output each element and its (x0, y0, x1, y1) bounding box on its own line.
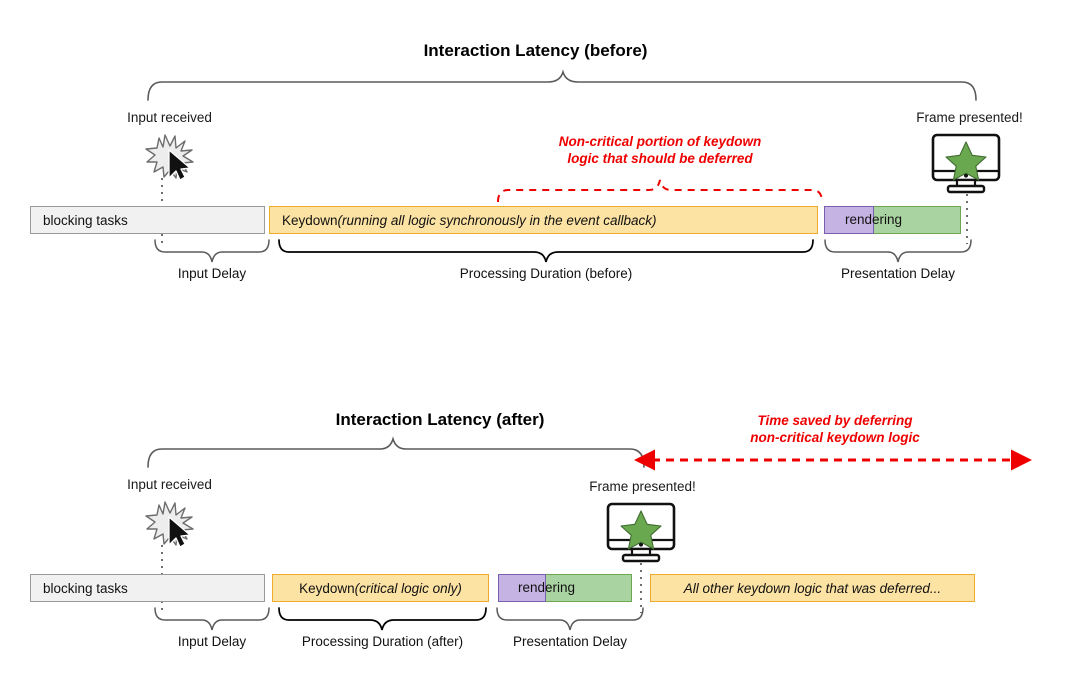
cursor-burst-icon (145, 134, 194, 181)
before-input-delay-brace (154, 239, 270, 263)
before-phase-label-processing-duration: Processing Duration (before) (459, 266, 633, 281)
monitor-star-icon (931, 133, 1001, 194)
after-phase-label-processing-duration: Processing Duration (after) (301, 634, 464, 649)
after-bar-keydown[interactable]: Keydown (critical logic only) (272, 574, 489, 602)
before-latency-brace (147, 69, 977, 101)
after-presentation-delay-brace (496, 607, 644, 631)
before-processing-duration-brace (278, 239, 814, 263)
after-red-note: Time saved by deferring non-critical key… (650, 413, 1020, 447)
after-title: Interaction Latency (after) (335, 410, 545, 429)
after-phase-label-presentation-delay: Presentation Delay (512, 634, 628, 649)
after-input-received-label: Input received (127, 477, 212, 492)
before-frame-connector (966, 194, 968, 244)
after-bar-blocking-tasks[interactable]: blocking tasks (30, 574, 265, 602)
after-frame-connector (640, 563, 642, 613)
before-red-note-line1: Non-critical portion of keydown (558, 134, 762, 149)
before-bar-keydown-label-italic: (running all logic synchronously in the … (337, 212, 657, 228)
before-bar-keydown-label-plain: Keydown (282, 212, 338, 228)
after-latency-brace (147, 436, 645, 468)
before-red-note-line2: logic that should be deferred (567, 150, 753, 166)
after-processing-duration-brace (278, 607, 487, 631)
after-bar-keydown-label-italic: (critical logic only) (354, 580, 462, 596)
before-phase-label-input-delay: Input Delay (177, 266, 247, 281)
before-presentation-delay-brace (824, 239, 972, 263)
after-bar-keydown-label-plain: Keydown (299, 580, 355, 596)
time-saved-arrow (634, 449, 1032, 471)
after-bar-deferred-work[interactable]: All other keydown logic that was deferre… (650, 574, 975, 602)
before-input-received-label: Input received (127, 110, 212, 125)
before-title: Interaction Latency (before) (423, 41, 648, 60)
before-bar-rendering-green[interactable] (868, 206, 961, 234)
before-bar-blocking-tasks[interactable]: blocking tasks (30, 206, 265, 234)
cursor-burst-icon (145, 501, 194, 548)
before-frame-presented-label: Frame presented! (916, 110, 1023, 125)
after-red-note-line1: Time saved by deferring (757, 413, 913, 428)
after-bar-rendering-purple[interactable] (498, 574, 546, 602)
after-phase-label-input-delay: Input Delay (177, 634, 247, 649)
before-red-note: Non-critical portion of keydown logic th… (470, 134, 850, 168)
after-frame-presented-label: Frame presented! (589, 479, 696, 494)
after-input-delay-brace (154, 607, 270, 631)
monitor-star-icon (606, 502, 676, 563)
after-red-note-line2: non-critical keydown logic (750, 429, 920, 445)
before-phase-label-presentation-delay: Presentation Delay (840, 266, 956, 281)
before-noncritical-brace (497, 179, 823, 203)
before-bar-rendering-purple[interactable] (824, 206, 874, 234)
before-bar-keydown[interactable]: Keydown (running all logic synchronously… (269, 206, 818, 234)
after-bar-rendering-green[interactable] (541, 574, 632, 602)
